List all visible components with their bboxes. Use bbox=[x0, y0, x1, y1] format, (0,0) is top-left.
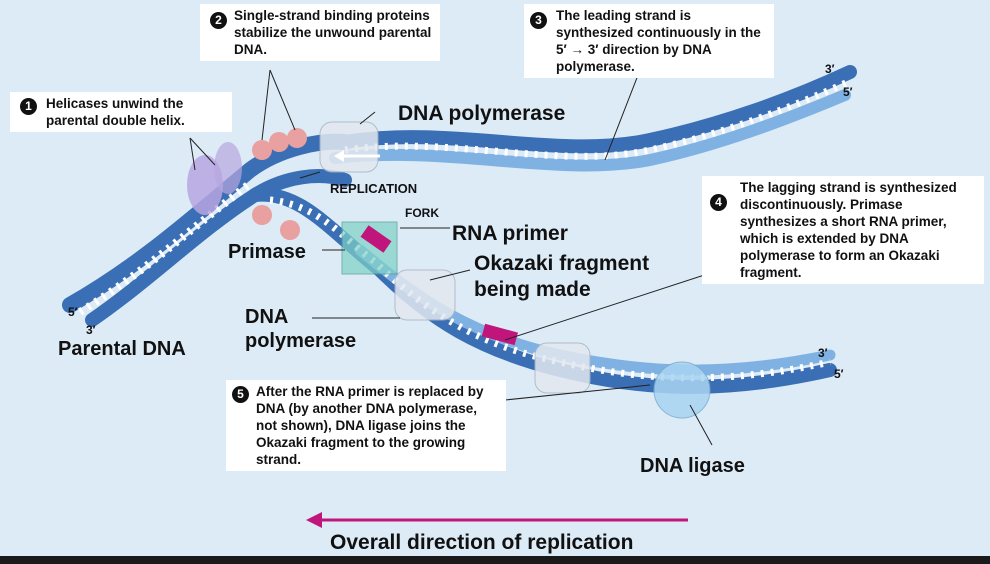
step-3-callout: 3 The leading strand is synthesized cont… bbox=[524, 4, 774, 78]
label-overall-direction: Overall direction of replication bbox=[330, 531, 633, 554]
step-2-number: 2 bbox=[210, 12, 227, 29]
end-3-bottom: 3′ bbox=[818, 346, 828, 360]
end-5-top: 5′ bbox=[843, 85, 853, 99]
parental-strand-b bbox=[85, 169, 352, 327]
label-fork: FORK bbox=[405, 206, 439, 220]
step-3-text: The leading strand is synthesized contin… bbox=[556, 8, 761, 74]
leading-template-strand bbox=[338, 65, 857, 154]
step-1-text: Helicases unwind the parental double hel… bbox=[46, 96, 185, 128]
end-3-left: 3′ bbox=[86, 323, 96, 337]
lagging-polymerase-shape bbox=[394, 269, 456, 321]
overall-direction-arrowhead bbox=[306, 512, 322, 528]
step-4-callout: 4 The lagging strand is synthesized disc… bbox=[702, 176, 984, 284]
parental-rungs bbox=[77, 178, 255, 316]
label-dna-polymerase-line2: polymerase bbox=[245, 330, 356, 352]
leading-polymerase-shape bbox=[319, 121, 379, 173]
step-3-number: 3 bbox=[530, 12, 547, 29]
end-5-bottom: 5′ bbox=[834, 367, 844, 381]
label-okazaki-line1: Okazaki fragment bbox=[474, 252, 649, 275]
bottom-border bbox=[0, 556, 990, 564]
label-parental-dna: Parental DNA bbox=[58, 338, 186, 360]
helicase-shape bbox=[187, 155, 223, 215]
helicase-shape-2 bbox=[214, 142, 242, 194]
lagging-polymerase-shape-2 bbox=[534, 342, 591, 394]
step-2-text: Single-strand binding proteins stabilize… bbox=[234, 8, 432, 57]
step-4-number: 4 bbox=[710, 194, 727, 211]
step-2-callout: 2 Single-strand binding proteins stabili… bbox=[200, 4, 440, 61]
ssb-protein bbox=[252, 140, 272, 160]
ssb-protein bbox=[280, 220, 300, 240]
ssb-protein bbox=[287, 128, 307, 148]
rna-primer-segment bbox=[360, 225, 392, 253]
step-1-number: 1 bbox=[20, 98, 37, 115]
label-dna-polymerase-top: DNA polymerase bbox=[398, 102, 565, 125]
leading-rungs bbox=[344, 78, 850, 160]
step-5-text: After the RNA primer is replaced by DNA … bbox=[256, 384, 484, 467]
step-4-text: The lagging strand is synthesized discon… bbox=[740, 180, 957, 280]
leading-direction-arrowhead bbox=[334, 150, 344, 162]
leading-new-strand bbox=[329, 89, 851, 172]
ssb-protein bbox=[252, 205, 272, 225]
rna-primer-segment-2 bbox=[481, 323, 518, 346]
label-replication: REPLICATION bbox=[330, 181, 417, 196]
step-5-callout: 5 After the RNA primer is replaced by DN… bbox=[226, 380, 506, 471]
label-dna-polymerase-line1: DNA bbox=[245, 306, 288, 328]
step-5-number: 5 bbox=[232, 386, 249, 403]
label-primase: Primase bbox=[228, 241, 306, 263]
dna-ligase-shape bbox=[653, 361, 711, 419]
step-1-callout: 1 Helicases unwind the parental double h… bbox=[10, 92, 232, 132]
label-rna-primer: RNA primer bbox=[452, 222, 568, 245]
ssb-protein bbox=[269, 132, 289, 152]
pointer-lines bbox=[189, 69, 736, 446]
end-3-top: 3′ bbox=[825, 62, 835, 76]
end-5-left: 5′ bbox=[68, 305, 78, 319]
label-dna-ligase: DNA ligase bbox=[640, 455, 745, 477]
label-okazaki-line2: being made bbox=[474, 278, 591, 301]
